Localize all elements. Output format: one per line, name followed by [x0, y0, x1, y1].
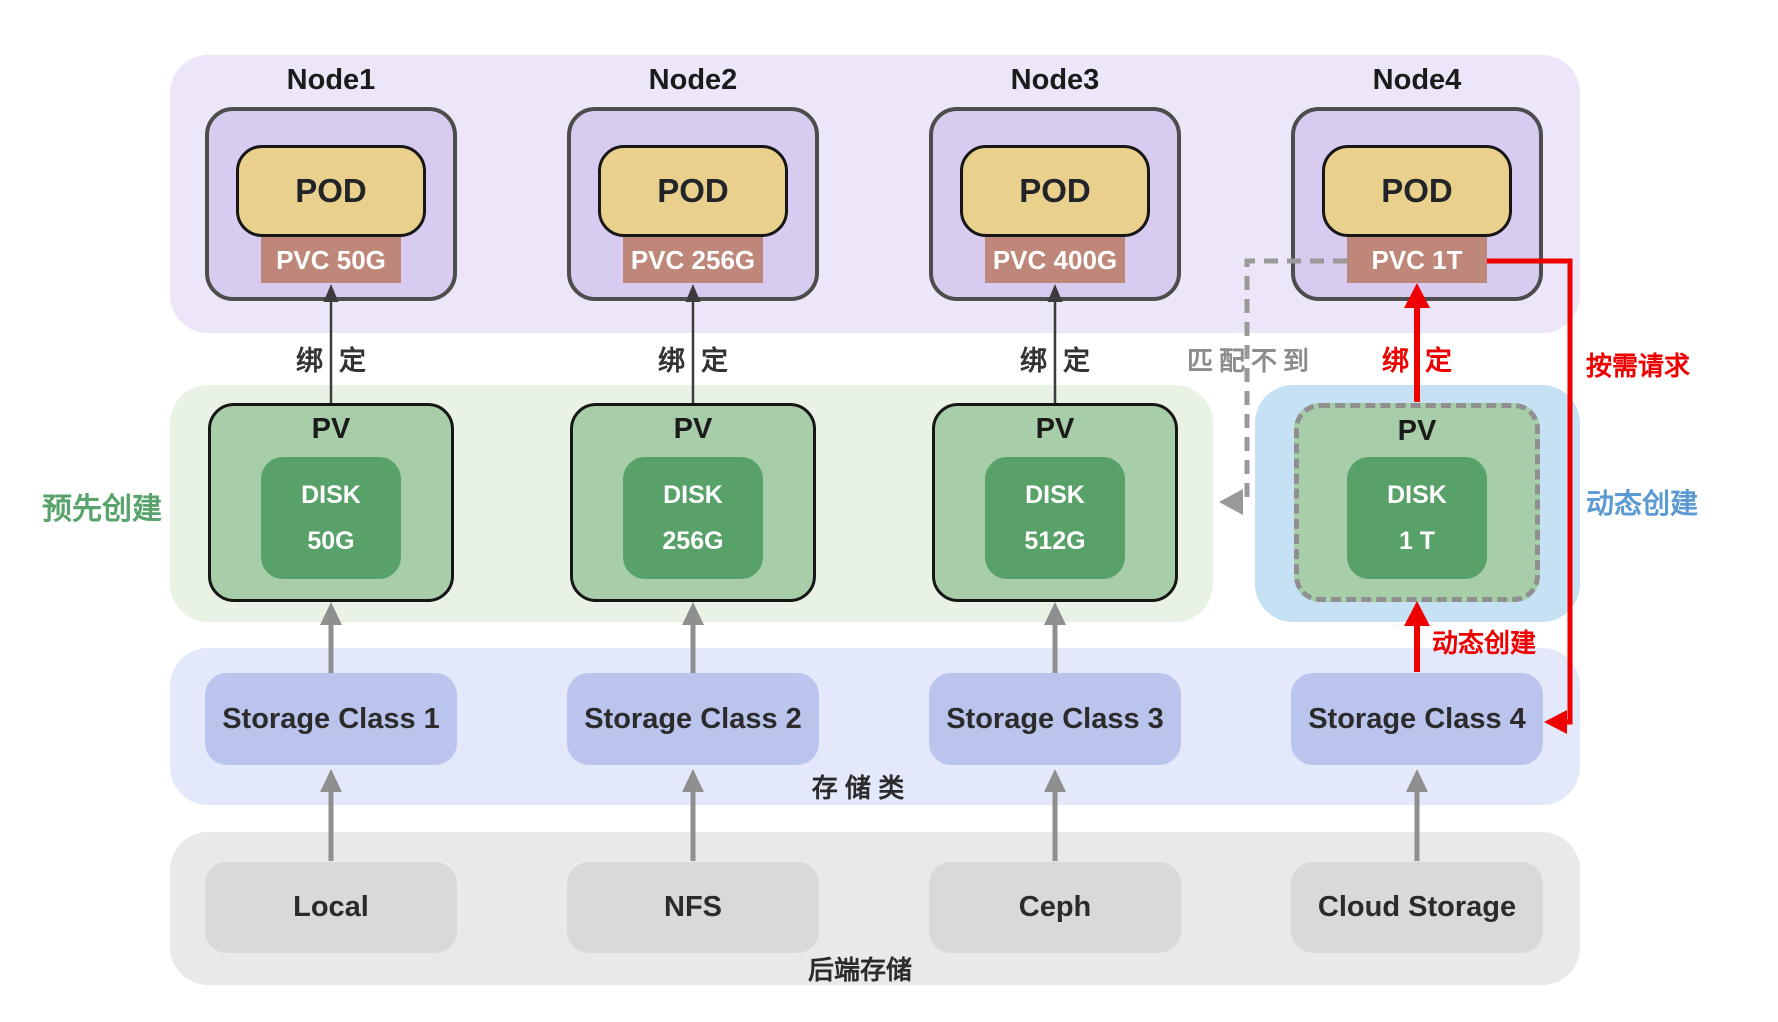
disk-label-1: DISK: [301, 480, 361, 509]
storage-class-box-4: Storage Class 4: [1291, 673, 1543, 765]
backend-box-1: Local: [205, 862, 457, 953]
storage-class-box-1: Storage Class 1: [205, 673, 457, 765]
backend-band-label: 后端存储: [807, 955, 913, 985]
backend-box-3: Ceph: [929, 862, 1181, 953]
node-box-2: POD PVC 256G: [567, 107, 819, 301]
disk-size-4: 1 T: [1398, 526, 1436, 555]
pod-box-3: POD: [960, 145, 1150, 237]
pv-box-4-dynamic: PV DISK 1 T: [1294, 403, 1540, 602]
node-title-4: Node4: [1372, 64, 1462, 96]
dynamic-create-red-label: 动态创建: [1432, 628, 1537, 658]
pv-box-2: PV DISK 256G: [570, 403, 816, 602]
pvc-badge-4: PVC 1T: [1347, 237, 1487, 283]
storage-class-box-3: Storage Class 3: [929, 673, 1181, 765]
bind-label-red: 绑定: [1382, 346, 1468, 376]
backend-box-4: Cloud Storage: [1291, 862, 1543, 953]
pod-box-2: POD: [598, 145, 788, 237]
pv-title-2: PV: [673, 413, 713, 445]
node-box-4: POD PVC 1T: [1291, 107, 1543, 301]
pod-box-1: POD: [236, 145, 426, 237]
pv-title-3: PV: [1035, 413, 1075, 445]
bind-label-3: 绑定: [1020, 346, 1106, 376]
disk-size-2: 256G: [662, 526, 724, 555]
node-title-1: Node1: [286, 64, 376, 96]
pvc-badge-2: PVC 256G: [623, 237, 763, 283]
bind-label-2: 绑定: [658, 346, 744, 376]
disk-box-2: DISK 256G: [623, 457, 763, 579]
disk-label-3: DISK: [1025, 480, 1085, 509]
pv-title-1: PV: [311, 413, 351, 445]
disk-box-3: DISK 512G: [985, 457, 1125, 579]
pv-title-4: PV: [1397, 415, 1437, 447]
node-box-3: POD PVC 400G: [929, 107, 1181, 301]
pre-create-label: 预先创建: [42, 493, 162, 526]
pv-box-1: PV DISK 50G: [208, 403, 454, 602]
disk-box-4: DISK 1 T: [1347, 457, 1487, 579]
storage-class-box-2: Storage Class 2: [567, 673, 819, 765]
pvc-badge-3: PVC 400G: [985, 237, 1125, 283]
no-match-label: 匹配不到: [1186, 346, 1316, 376]
disk-size-3: 512G: [1024, 526, 1086, 555]
on-demand-request-label: 按需请求: [1586, 351, 1691, 381]
disk-label-4: DISK: [1387, 480, 1447, 509]
node-box-1: POD PVC 50G: [205, 107, 457, 301]
storage-class-band-label: 存 储 类: [811, 773, 905, 803]
pv-box-3: PV DISK 512G: [932, 403, 1178, 602]
dynamic-create-side-label: 动态创建: [1586, 488, 1699, 519]
node-title-2: Node2: [648, 64, 738, 96]
node-title-3: Node3: [1010, 64, 1100, 96]
pvc-badge-1: PVC 50G: [261, 237, 401, 283]
disk-box-1: DISK 50G: [261, 457, 401, 579]
disk-label-2: DISK: [663, 480, 723, 509]
backend-box-2: NFS: [567, 862, 819, 953]
disk-size-1: 50G: [307, 526, 355, 555]
pod-box-4: POD: [1322, 145, 1512, 237]
bind-label-1: 绑定: [296, 346, 382, 376]
